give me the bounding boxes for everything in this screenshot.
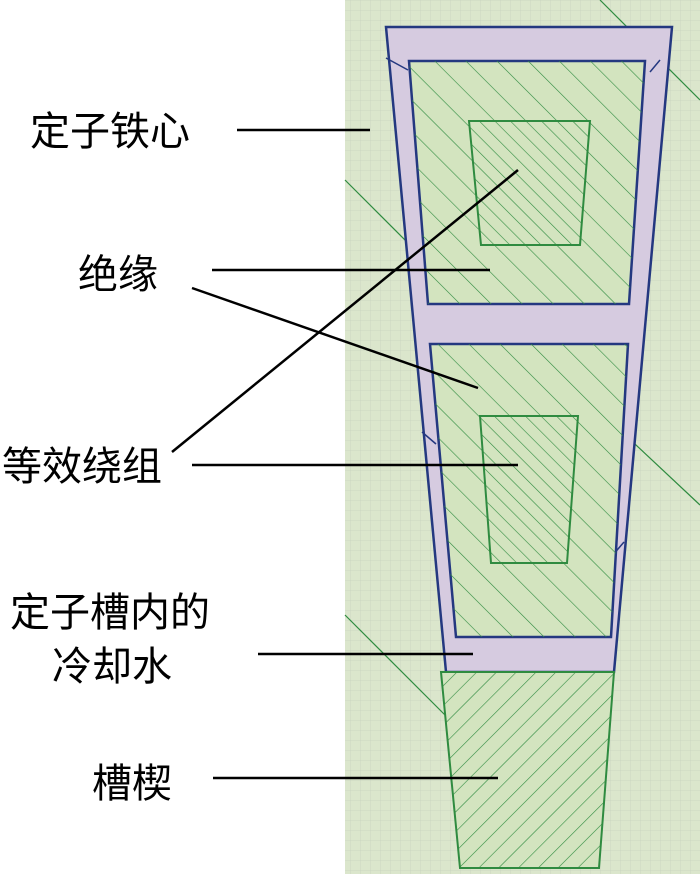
slot-wedge-hatch <box>441 672 614 868</box>
label-equivalent-winding: 等效绕组 <box>2 444 162 490</box>
label-slot-wedge: 槽楔 <box>92 761 172 807</box>
label-insulation: 绝缘 <box>78 252 158 298</box>
slot-edge-tick <box>385 57 409 71</box>
slot-edge-tick <box>649 59 661 73</box>
label-stator-core: 定子铁心 <box>30 109 190 155</box>
leader-line-insulation-lower <box>191 286 479 390</box>
label-cooling-water-line1: 定子槽内的 <box>10 590 210 636</box>
winding-upper-hatch <box>469 121 590 245</box>
leader-line-winding-upper <box>171 169 519 453</box>
winding-lower-hatch <box>480 416 578 563</box>
background-diagonal <box>344 614 446 716</box>
slot-edge-tick <box>421 431 437 445</box>
label-cooling-water-line2: 冷却水 <box>52 644 172 690</box>
